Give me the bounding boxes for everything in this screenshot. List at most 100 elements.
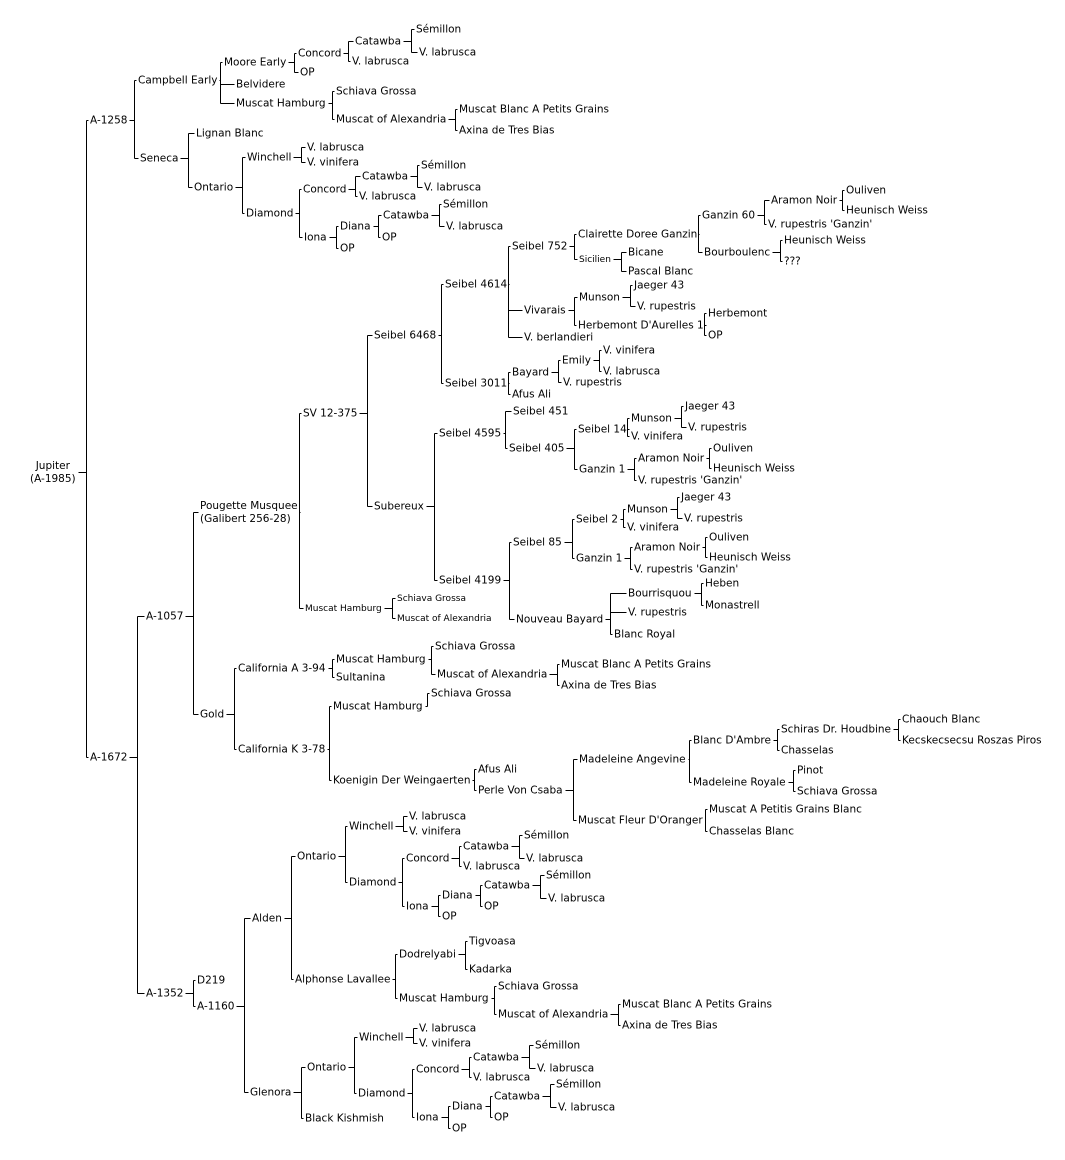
node-v-vinifera: V. vinifera [307,157,359,169]
node-label-line: Madeleine Angevine [579,754,686,766]
node-label-line: SV 12-375 [303,408,357,420]
node-v-labrusca: V. labrusca [446,221,503,233]
node-v-rupestris: V. rupestris [688,422,747,434]
node-muscat-of-alexandria: Muscat of Alexandria [397,614,492,624]
node-label-line: Schiava Grossa [498,981,578,993]
node-v-labrusca: V. labrusca [537,1063,594,1075]
node-label-line: Clairette Doree Ganzin [578,229,697,241]
node-label-line: Diana [340,221,371,233]
node-muscat-blanc-a-petits-grains: Muscat Blanc A Petits Grains [622,999,772,1011]
node-label-line: A-1258 [90,115,127,127]
node-concord: Concord [298,48,341,60]
node-v-labrusca: V. labrusca [526,853,583,865]
node-axina-de-tres-bias: Axina de Tres Bias [622,1020,717,1032]
node-seibel-85: Seibel 85 [513,537,562,549]
node-pinot: Pinot [797,765,823,777]
node-label-line: V. labrusca [446,221,503,233]
node-monastrell: Monastrell [705,600,760,612]
node-label-line: Bourboulenc [704,247,770,259]
node-concord: Concord [416,1064,459,1076]
node-v-vinifera: V. vinifera [631,431,683,443]
node-label-line: Muscat Hamburg [336,654,426,666]
node-kadarka: Kadarka [469,964,512,976]
node-label-line: V. labrusca [473,1072,530,1084]
node-label-line: Jaeger 43 [684,401,735,413]
node-aramon-noir: Aramon Noir [771,195,838,207]
node-catawba: Catawba [463,841,509,853]
node-v-vinifera: V. vinifera [419,1038,471,1050]
node-op: OP [300,67,315,79]
node-label-line: Muscat A Petitis Grains Blanc [709,804,862,816]
node-diamond: Diamond [358,1088,405,1100]
node-vivarais: Vivarais [524,305,566,317]
node-label-line: Seibel 2 [576,514,618,526]
node-label-line: Ganzin 1 [579,464,625,476]
node-label-line: Sultanina [336,672,385,684]
node-label-line: Seibel 451 [513,406,568,418]
node-label-line: Concord [406,853,449,865]
node-label-line: Muscat of Alexandria [437,669,547,681]
node-label-line: Schiava Grossa [397,594,466,604]
node-label-line: OP [340,243,355,255]
node-label-line: (Galibert 256-28) [200,513,291,525]
node-label-line: Seibel 6468 [374,330,436,342]
node-schiava-grossa: Schiava Grossa [498,981,578,993]
node-madeleine-angevine: Madeleine Angevine [579,754,686,766]
node-california-k-3-78: California K 3-78 [238,744,325,756]
node-label-line: Bicane [628,247,663,259]
node-ouliven: Ouliven [846,185,886,197]
node-label-line: V. labrusca [307,142,364,154]
node-op: OP [494,1112,509,1124]
node-schiava-grossa: Schiava Grossa [431,688,511,700]
node-s-millon: Sémillon [556,1079,601,1091]
node-label-line: V. vinifera [419,1038,471,1050]
node-blanc-royal: Blanc Royal [614,629,675,641]
node-label-line: Pascal Blanc [628,266,693,278]
node-s-millon: Sémillon [421,160,466,172]
node-seibel-3011: Seibel 3011 [445,378,507,390]
node-v-labrusca: V. labrusca [548,893,605,905]
node-label-line: Alden [252,913,282,925]
node-subereux: Subereux [374,501,424,513]
node-jaeger-43: Jaeger 43 [684,401,735,413]
node-label-line: (A-1985) [30,473,76,485]
node-op: OP [708,330,723,342]
node-label-line: V. rupestris 'Ganzin' [634,564,738,576]
node-label-line: Seibel 4614 [445,279,507,291]
node-label-line: V. vinifera [603,345,655,357]
node-label-line: OP [484,901,499,913]
node-schiava-grossa: Schiava Grossa [397,594,466,604]
node-label-line: OP [452,1123,467,1135]
node-label-line: Catawba [362,171,408,183]
node-label-line: Moore Early [224,57,286,69]
node-chaouch-blanc: Chaouch Blanc [902,714,980,726]
node-label-line: V. rupestris [563,377,622,389]
node-heben: Heben [705,578,739,590]
node-iona: Iona [406,901,429,913]
node-label-line: Schiava Grossa [435,641,515,653]
node-label-line: V. labrusca [419,1023,476,1035]
node-label-line: Catawba [494,1091,540,1103]
node-diamond: Diamond [246,208,293,220]
node-a-1352: A-1352 [146,988,183,1000]
node-d219: D219 [197,975,225,987]
node-label-line: Catawba [473,1052,519,1064]
node-seneca: Seneca [140,153,178,165]
node-schiava-grossa: Schiava Grossa [435,641,515,653]
node-v-berlandieri: V. berlandieri [524,332,593,344]
node-v-rupestris: V. rupestris [628,607,687,619]
node-seibel-4199: Seibel 4199 [439,575,501,587]
node-dodrelyabi: Dodrelyabi [399,949,456,961]
node-winchell: Winchell [247,152,291,164]
node-pougette-musquee-galibert-256-28: Pougette Musquee(Galibert 256-28) [200,500,298,525]
node-label-line: Sémillon [524,830,569,842]
node-pascal-blanc: Pascal Blanc [628,266,693,278]
node-label-line: V. labrusca [463,861,520,873]
node-v-rupestris-ganzin: V. rupestris 'Ganzin' [638,475,742,487]
node-label-line: Munson [631,413,672,425]
node-muscat-fleur-doranger: Muscat Fleur D'Oranger [578,815,703,827]
node-bicane: Bicane [628,247,663,259]
node-catawba: Catawba [473,1052,519,1064]
node-label-line: V. vinifera [307,157,359,169]
